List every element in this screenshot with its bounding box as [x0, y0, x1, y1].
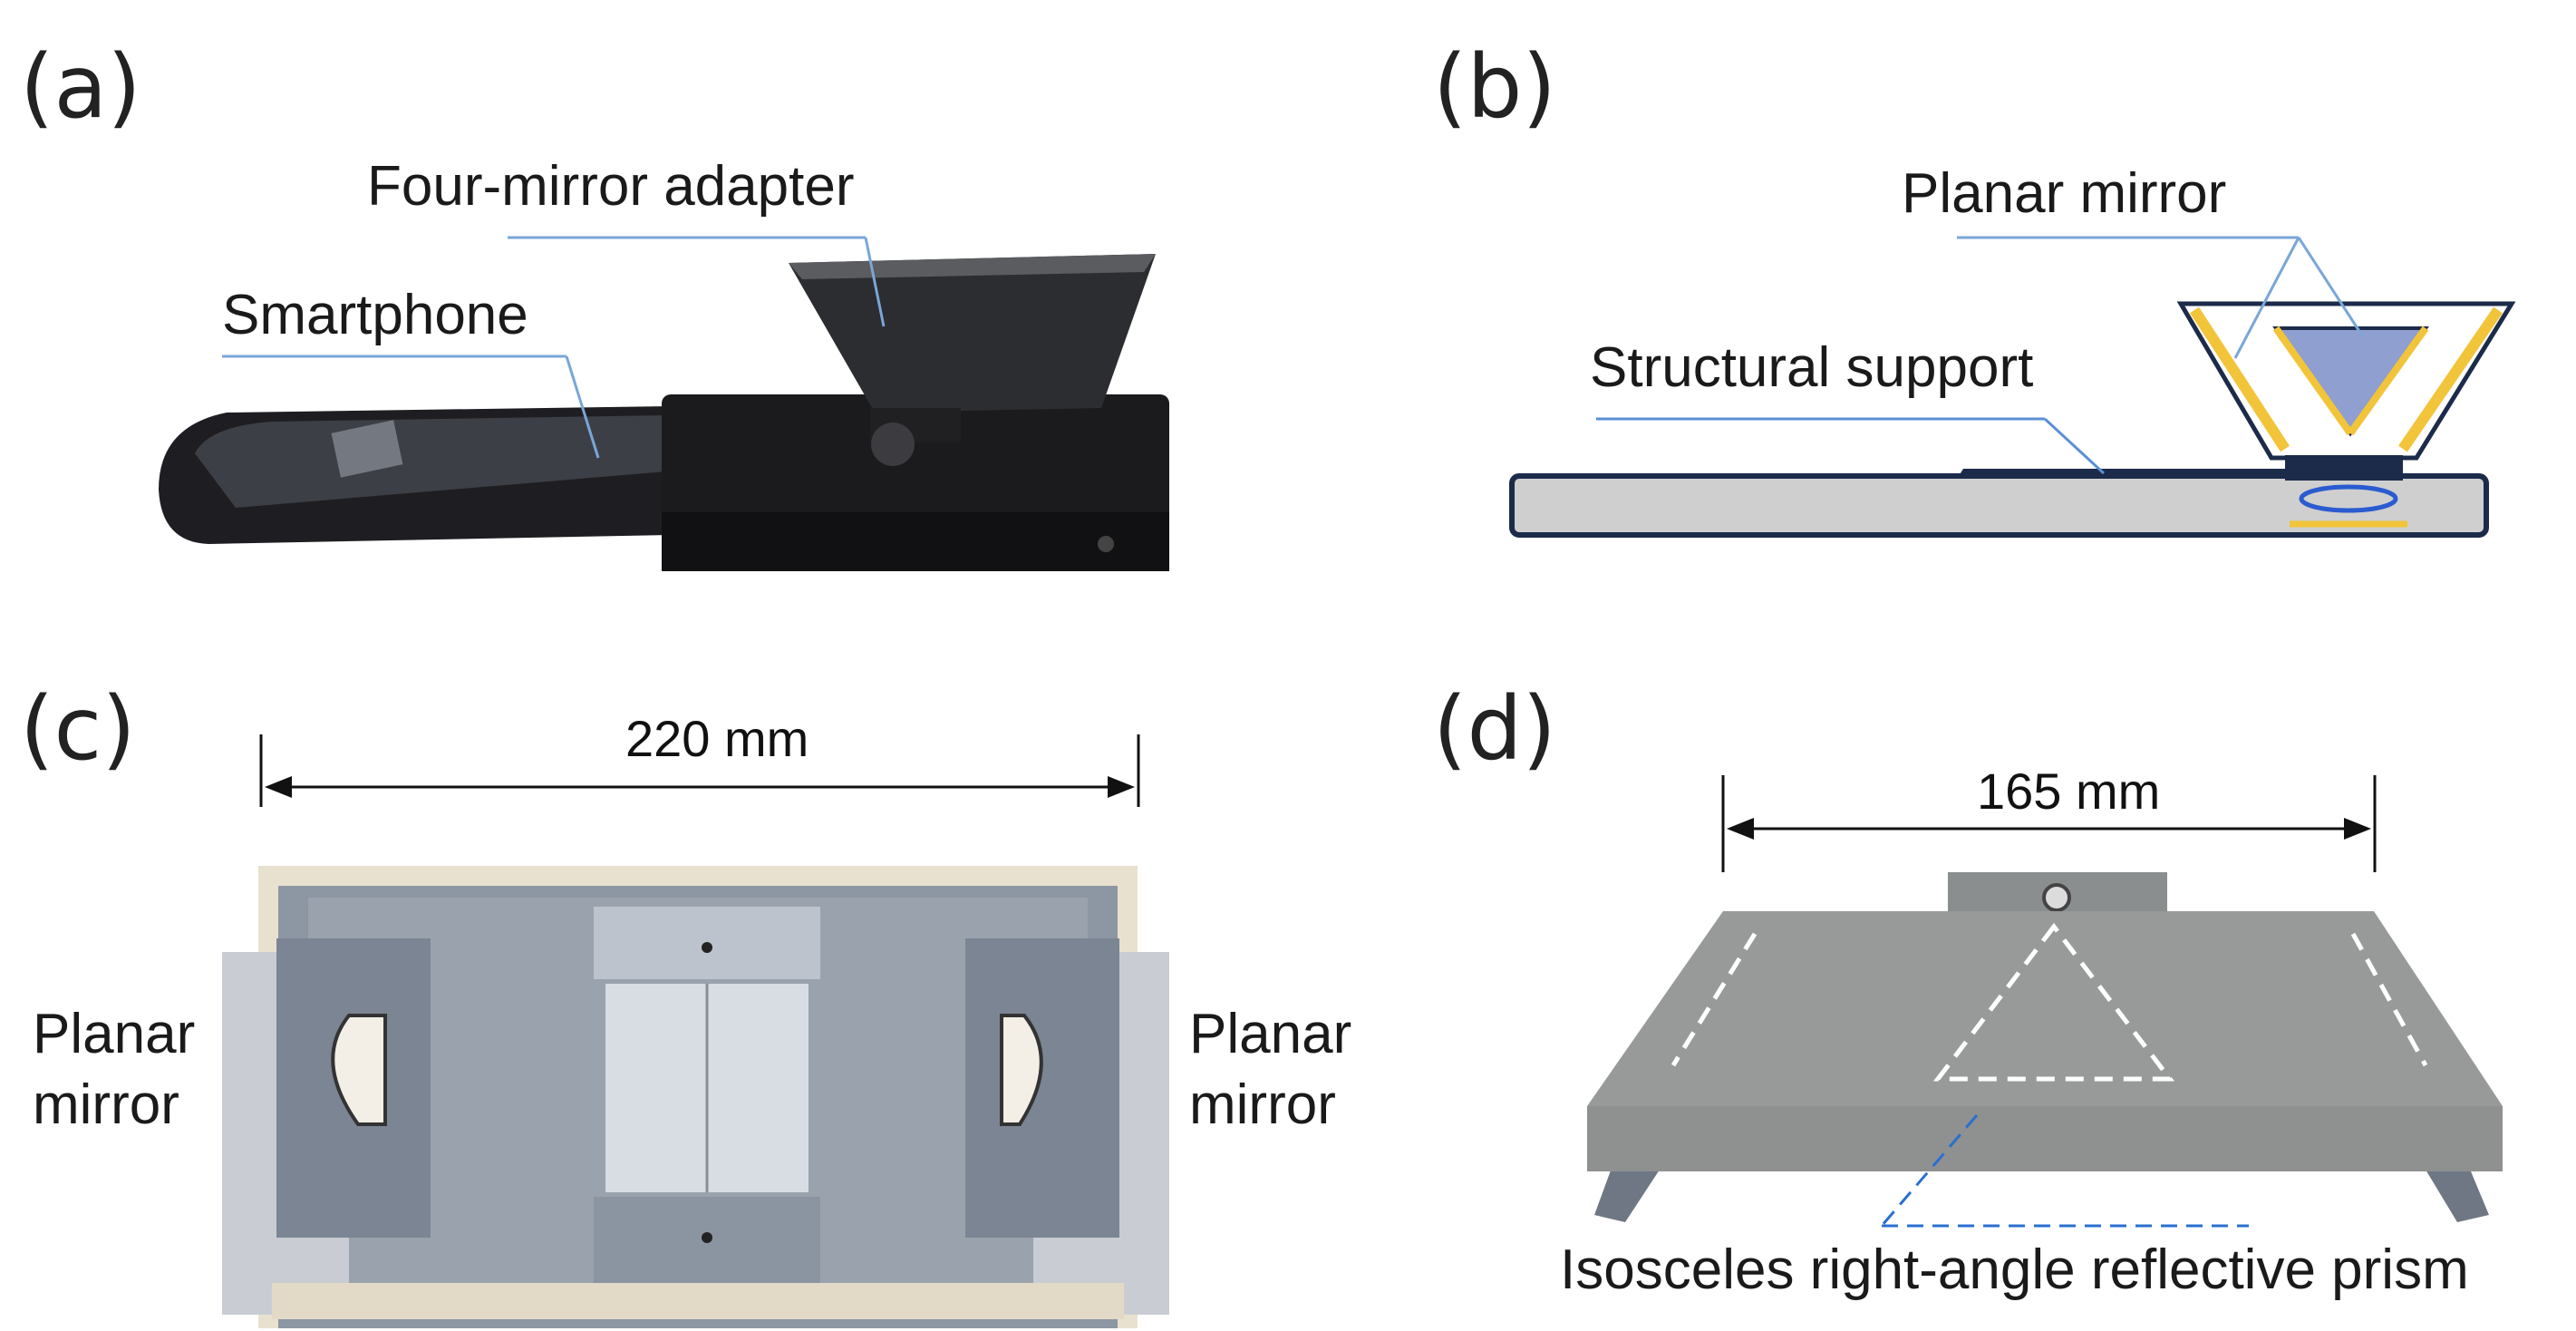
left-planar-label-1: Planar	[33, 1003, 196, 1065]
mirror-left	[2189, 306, 2290, 452]
right-planar-label-2: mirror	[1189, 1074, 1336, 1136]
panel-b: (b) Planar mirror Structural support	[1288, 0, 2576, 635]
mount-plate	[1587, 911, 2503, 1106]
left-planar-label-2: mirror	[33, 1074, 179, 1136]
panel-d: (d) 165 mm Isosceles right-angle reflect…	[1288, 635, 2576, 1331]
panel-b-diagram	[1509, 236, 2516, 538]
panel-d-label: (d)	[1433, 678, 1556, 780]
adapter-neck	[2285, 455, 2403, 481]
panel-d-photo	[1587, 775, 2503, 1228]
panel-a-label: (a)	[20, 36, 141, 138]
dimension-220: 220 mm	[625, 710, 809, 767]
panel-c: (c) 220 mm Planar mirror Planar mirror	[0, 635, 1351, 1331]
structural-support-callout: Structural support	[1590, 336, 2034, 399]
panel-a-photo	[159, 236, 1169, 571]
support-layer	[1959, 469, 2301, 476]
mirror-right	[2398, 306, 2503, 452]
panel-b-label: (b)	[1433, 36, 1556, 138]
prism-callout: Isosceles right-angle reflective prism	[1560, 1239, 2469, 1301]
panel-c-label: (c)	[20, 678, 136, 780]
four-mirror-adapter	[789, 254, 1156, 413]
planar-mirror-callout: Planar mirror	[1902, 162, 2227, 225]
right-planar-label-1: Planar	[1189, 1003, 1352, 1065]
camera-lens	[2299, 484, 2398, 513]
adapter-callout: Four-mirror adapter	[367, 155, 855, 218]
prism-outline-dashed	[1932, 922, 2175, 1082]
panel-c-photo	[222, 734, 1169, 1328]
panel-a: (a) Four-mirror adapter Smartphone	[0, 0, 1288, 635]
dimension-165: 165 mm	[1977, 763, 2161, 820]
smartphone-callout: Smartphone	[222, 284, 528, 346]
